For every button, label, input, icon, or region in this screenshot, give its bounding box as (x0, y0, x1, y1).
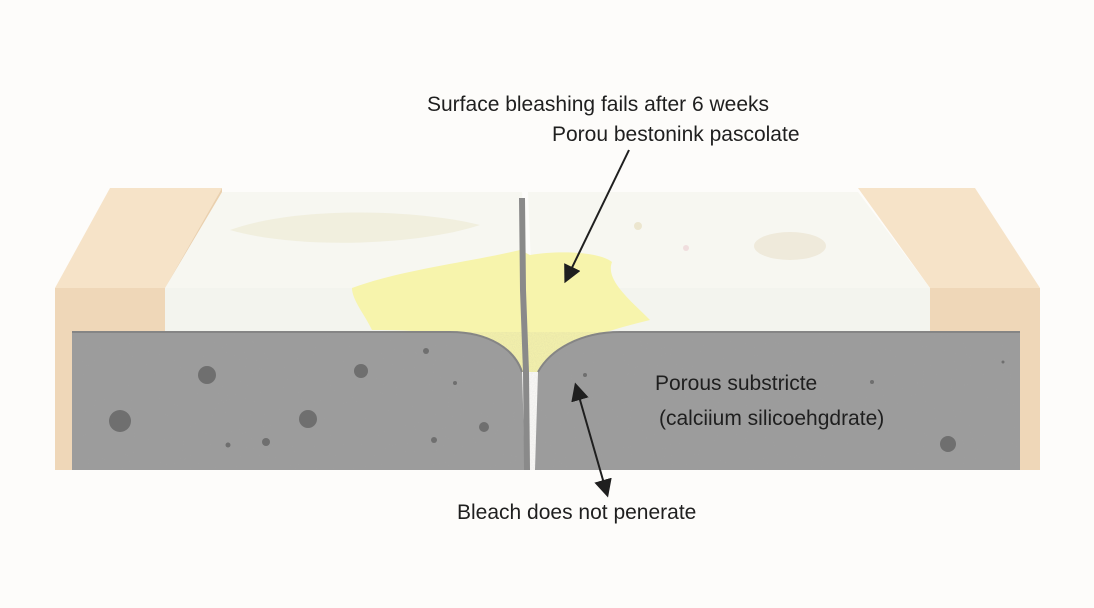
surface-top (165, 192, 930, 288)
substrate-label-line1: Porous substricte (655, 372, 818, 395)
substrate-pores (109, 348, 1005, 452)
bottom-arrow (571, 382, 612, 498)
seam-curve-left (72, 331, 523, 373)
seam-curve-right (537, 331, 1020, 373)
center-seam (519, 197, 530, 471)
substrate-label-line2: (calciium silicoehgdrate) (659, 407, 885, 430)
bottom-label: Bleach does not penerate (457, 501, 697, 524)
top-title-label: Surface bleashing fails after 6 weeks (427, 93, 770, 116)
top-arrow (564, 149, 630, 284)
top-subtitle-label: Porou bestonink pascolate (552, 123, 800, 146)
porous-substrate (72, 332, 1020, 470)
